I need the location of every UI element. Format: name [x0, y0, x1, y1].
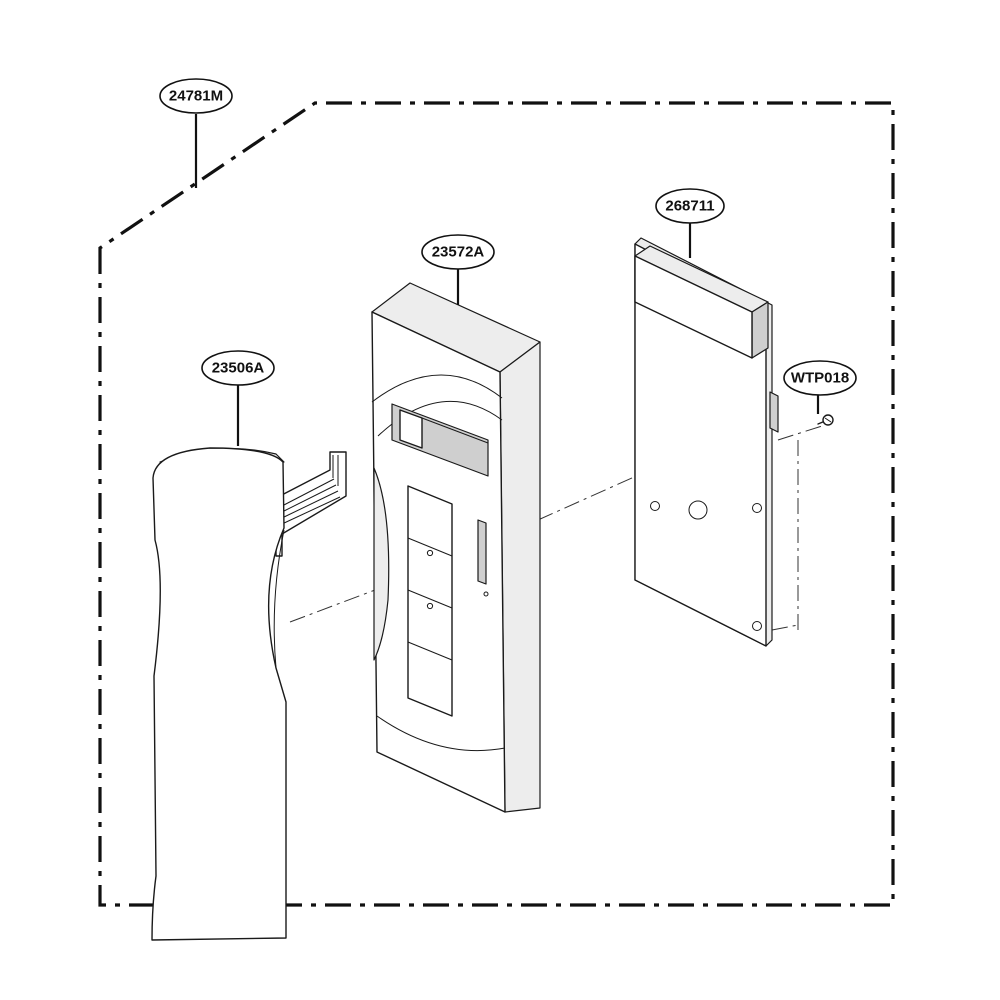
callout-23572A: 23572A	[421, 234, 495, 270]
membrane-switch	[151, 447, 347, 941]
callout-label-control-panel: 23572A	[432, 244, 485, 261]
callout-23506A: 23506A	[201, 350, 275, 386]
callout-WTP018: WTP018	[783, 360, 857, 396]
callout-label-membrane-switch: 23506A	[212, 360, 265, 377]
leader-lines	[194, 114, 820, 446]
assembly-boundary	[98, 101, 895, 907]
callout-label-pcb: 268711	[665, 198, 714, 215]
control-panel	[371, 282, 541, 813]
screw	[817, 414, 834, 426]
callout-label-assembly: 24781M	[169, 88, 223, 105]
callout-24781M: 24781M	[159, 78, 233, 114]
callout-268711: 268711	[655, 188, 725, 224]
callout-label-screw: WTP018	[791, 370, 849, 387]
pcb-board	[634, 237, 779, 647]
